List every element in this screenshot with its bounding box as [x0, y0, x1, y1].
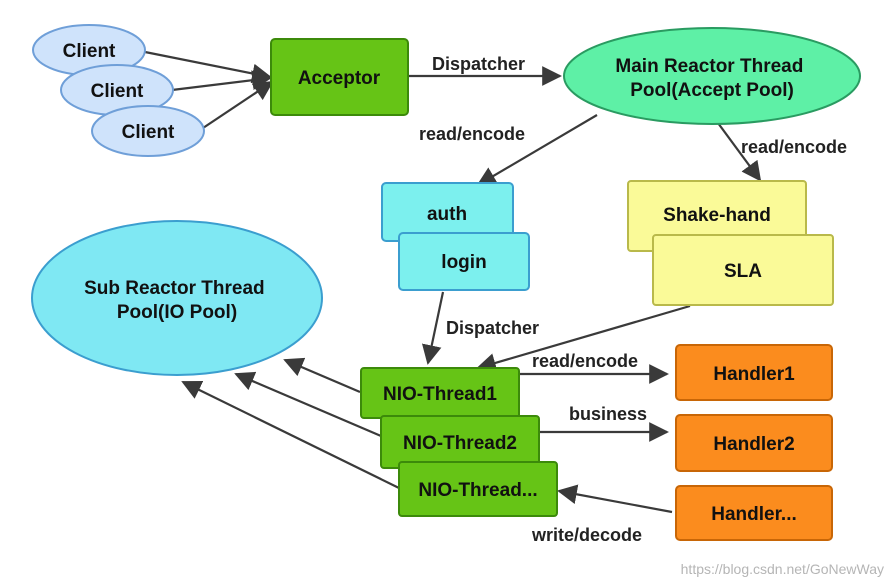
sla-label: SLA: [724, 261, 762, 282]
client-node-3: [91, 105, 205, 157]
client-label-3: Client: [122, 122, 175, 143]
login-node: [398, 232, 530, 291]
handler-n-node: [675, 485, 833, 541]
handler-1-label: Handler1: [713, 364, 795, 385]
edge-login-nio: [421, 291, 445, 365]
main-reactor-node: [563, 27, 861, 125]
watermark-text: https://blog.csdn.net/GoNewWay: [681, 561, 884, 577]
login-label: login: [441, 252, 486, 273]
client-group: Client Client Client: [32, 24, 205, 157]
edge-nio1-sub: [283, 357, 361, 394]
client-label-1: Client: [63, 41, 116, 62]
edge-nio3-sub: [181, 380, 400, 489]
acceptor-label: Acceptor: [298, 68, 381, 89]
edges: [144, 50, 762, 514]
sla-node: [652, 234, 834, 306]
edge-label-nio-handler1: read/encode: [532, 351, 638, 371]
edge-nio2-sub: [234, 371, 382, 438]
main-reactor-line-1: Main Reactor Thread: [615, 56, 803, 77]
edge-sla-nio: [476, 304, 691, 373]
edge-main-auth: [476, 114, 598, 187]
acceptor-node: [270, 38, 409, 116]
nio-thread-1-label: NIO-Thread1: [383, 384, 497, 405]
edge-label-login-nio: Dispatcher: [446, 318, 539, 338]
edge-label-main-shake: read/encode: [741, 137, 847, 157]
sub-reactor-label: Sub Reactor Thread Pool(IO Pool): [84, 278, 270, 323]
edge-client2-acceptor: [171, 70, 272, 92]
edge-label-handler-nio: write/decode: [531, 525, 642, 545]
edge-main-shake: [717, 122, 762, 182]
sub-reactor-node: [31, 220, 323, 376]
handler-1-node: [675, 344, 833, 401]
edge-client1-acceptor: [144, 50, 272, 84]
sub-reactor-line-2: Pool(IO Pool): [117, 302, 237, 323]
handler-2-node: [675, 414, 833, 472]
edge-label-acceptor-main: Dispatcher: [432, 54, 525, 74]
sub-reactor-line-1: Sub Reactor Thread: [84, 278, 265, 299]
shake-hand-label: Shake-hand: [663, 205, 771, 226]
edge-label-main-auth: read/encode: [419, 124, 525, 144]
nio-thread-2-label: NIO-Thread2: [403, 433, 517, 454]
auth-label: auth: [427, 204, 467, 225]
nio-thread-n-node: [398, 461, 558, 517]
main-reactor-line-2: Pool(Accept Pool): [630, 80, 794, 101]
edge-client3-acceptor: [202, 80, 274, 129]
edge-label-nio-handler2: business: [569, 404, 647, 424]
handler-n-label: Handler...: [711, 504, 797, 525]
handler-2-label: Handler2: [713, 434, 794, 455]
edge-handler-nio: [557, 484, 673, 514]
client-label-2: Client: [91, 81, 144, 102]
nio-thread-n-label: NIO-Thread...: [418, 480, 537, 501]
main-reactor-label: Main Reactor Thread Pool(Accept Pool): [615, 56, 808, 101]
